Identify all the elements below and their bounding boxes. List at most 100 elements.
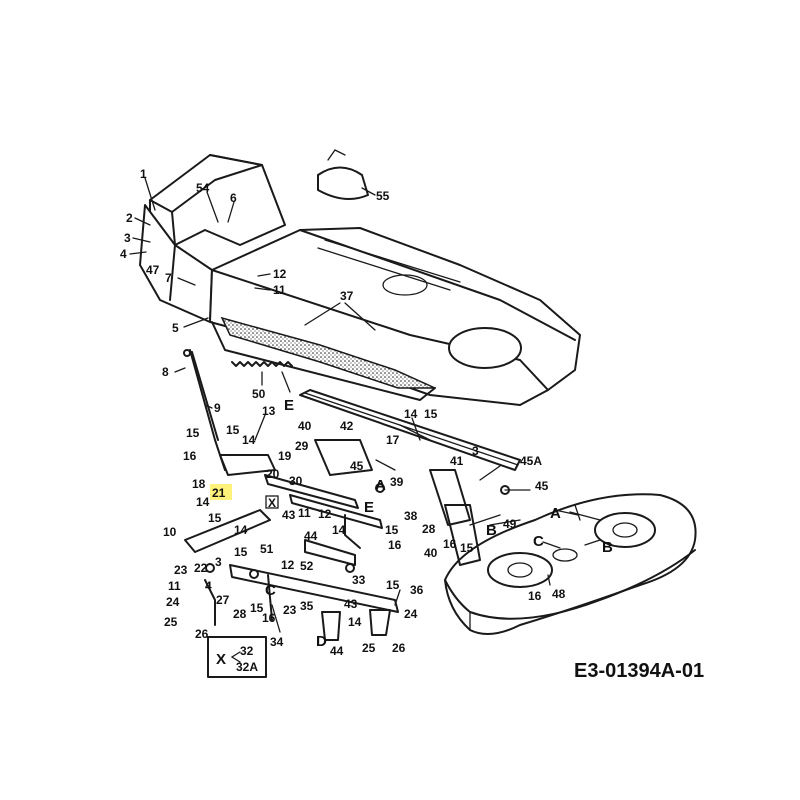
part-label-40: 40: [424, 546, 438, 560]
part-label-12: 12: [281, 558, 295, 572]
part-label-15: 15: [386, 578, 400, 592]
part-label-11: 11: [273, 283, 286, 297]
part-label-a: A: [550, 505, 561, 522]
part-label-d: D: [316, 633, 327, 650]
part-label-22: 22: [194, 561, 208, 575]
part-label-49: 49: [503, 517, 517, 531]
mower-deck: [444, 493, 697, 635]
part-label-23: 23: [283, 603, 297, 617]
part-label-c: C: [533, 533, 544, 550]
part-label-3: 3: [215, 555, 222, 569]
part-label-5: 5: [172, 321, 179, 335]
part-label-50: 50: [252, 387, 266, 401]
part-label-30: 30: [289, 474, 303, 488]
part-label-27: 27: [216, 593, 230, 607]
part-label-16: 16: [388, 538, 402, 552]
part-label-44: 44: [330, 644, 344, 658]
part-label-28: 28: [233, 607, 247, 621]
fender-body: [139, 154, 581, 406]
part-label-3: 3: [472, 444, 479, 458]
part-label-26: 26: [195, 627, 209, 641]
part-label-11: 11: [168, 579, 181, 593]
part-label-15: 15: [424, 407, 438, 421]
part-label-6: 6: [230, 191, 237, 205]
legend-top: 32: [240, 644, 254, 658]
part-label-25: 25: [362, 641, 376, 655]
part-label-36: 36: [410, 583, 424, 597]
part-label-44: 44: [304, 529, 318, 543]
part-label-16: 16: [183, 449, 197, 463]
part-label-25: 25: [164, 615, 178, 629]
part-label-38: 38: [404, 509, 418, 523]
part-label-e: E: [284, 397, 294, 414]
part-label-15: 15: [208, 511, 222, 525]
part-label-51: 51: [260, 542, 274, 556]
part-label-24: 24: [166, 595, 180, 609]
part-label-13: 13: [262, 404, 276, 418]
part-label-15: 15: [234, 545, 248, 559]
part-label-7: 7: [165, 271, 172, 285]
part-label-x: X: [268, 496, 276, 510]
part-label-28: 28: [422, 522, 436, 536]
part-label-45: 45: [350, 459, 364, 473]
part-label-17: 17: [386, 433, 400, 447]
part-label-45a: 45A: [520, 454, 542, 468]
part-label-b: B: [486, 522, 497, 539]
part-label-14: 14: [404, 407, 418, 421]
spring-50: [231, 361, 293, 393]
part-label-48: 48: [552, 587, 566, 601]
x-box-marker: [265, 495, 279, 509]
part-label-54: 54: [196, 181, 210, 195]
part-label-15: 15: [250, 601, 264, 615]
part-label-12: 12: [273, 267, 287, 281]
part-label-3: 3: [124, 231, 131, 245]
legend-box: X 32 32A: [207, 636, 267, 678]
part-label-21: 21: [212, 486, 226, 500]
part-label-11: 11: [298, 506, 311, 520]
part-label-37: 37: [340, 289, 354, 303]
part-label-45: 45: [535, 479, 549, 493]
part-label-15: 15: [186, 426, 200, 440]
part-label-47: 47: [146, 263, 160, 277]
part-label-33: 33: [352, 573, 366, 587]
part-label-14: 14: [242, 433, 256, 447]
legend-marker: X: [216, 651, 226, 668]
part-label-c: C: [265, 582, 276, 599]
part-label-26: 26: [392, 641, 406, 655]
part-label-12: 12: [318, 507, 332, 521]
part-label-23: 23: [174, 563, 188, 577]
part-label-a: A: [375, 477, 386, 494]
part-label-19: 19: [278, 449, 292, 463]
leader-lines: [129, 177, 601, 633]
part-21-highlight: [210, 484, 232, 500]
part-label-20: 20: [266, 467, 280, 481]
part-label-15: 15: [385, 523, 399, 537]
part-label-b: B: [602, 539, 613, 556]
part-label-14: 14: [196, 495, 210, 509]
part-label-15: 15: [460, 541, 474, 555]
part-label-41: 41: [450, 454, 464, 468]
part-labels: 1 2 3 4 47 54 6 7 12 11 5 55 37 8 50 E 9…: [120, 167, 613, 658]
part-label-34: 34: [270, 635, 284, 649]
part-label-14: 14: [332, 523, 346, 537]
part-label-14: 14: [234, 523, 248, 537]
part-label-10: 10: [163, 525, 177, 539]
part-label-40: 40: [298, 419, 312, 433]
part-label-52: 52: [300, 559, 314, 573]
part-label-16: 16: [262, 611, 276, 625]
part-label-e: E: [364, 499, 374, 516]
part-label-24: 24: [404, 607, 418, 621]
part-label-8: 8: [162, 365, 169, 379]
part-label-18: 18: [192, 477, 206, 491]
part-label-35: 35: [300, 599, 314, 613]
part-label-16: 16: [528, 589, 542, 603]
part-label-4: 4: [205, 579, 212, 593]
part-label-16: 16: [443, 537, 457, 551]
part-label-2: 2: [126, 211, 133, 225]
part-label-14: 14: [348, 615, 362, 629]
part-label-39: 39: [390, 475, 404, 489]
legend-bottom: 32A: [236, 660, 258, 674]
part-label-29: 29: [295, 439, 309, 453]
diagram-code: E3-01394A-01: [574, 660, 704, 682]
